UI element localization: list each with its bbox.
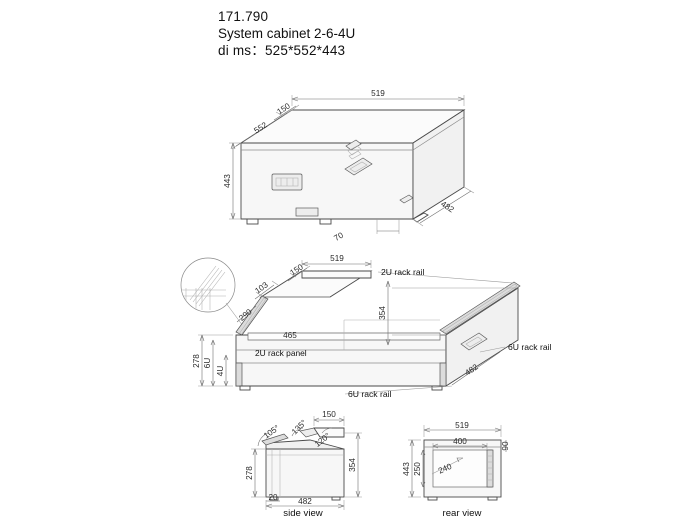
open-foot-right	[431, 385, 443, 391]
rear-rack-strip	[486, 449, 494, 488]
lid-seam-side	[412, 116, 465, 151]
dim-iso-foot-offset: 70	[333, 219, 400, 243]
dim-exp-opening-height: 354	[378, 280, 518, 346]
open-lid-back	[301, 270, 372, 279]
rear-callout-arrow	[456, 457, 463, 463]
dim-side-lid-depth-text: 150	[322, 410, 336, 419]
dim-exp-inner-width-text: 465	[283, 331, 297, 340]
dim-rear-width: 519	[423, 421, 502, 437]
label-rail-6u-right: 6U rack rail	[479, 342, 552, 353]
dim-rear-inner-height: 250	[413, 449, 426, 488]
dim-rear-top-band-text: 90	[501, 441, 510, 451]
dim-side-panel-height-text: 278	[245, 466, 254, 480]
dimensions-label: di ms：525*552*443	[218, 43, 346, 58]
dim-rear-width-text: 519	[455, 421, 469, 430]
rear-view-caption: rear view	[443, 508, 482, 519]
dim-iso-width-text: 519	[371, 89, 385, 98]
dim-exp-panel-height: 278	[192, 334, 233, 387]
dim-rear-top-band: 90	[501, 440, 510, 452]
dim-exp-4u: 4U	[216, 354, 229, 387]
angle-arc-120	[321, 427, 333, 434]
label-rail-6u-bottom-text: 6U rack rail	[348, 389, 392, 399]
rail-6u-right	[439, 362, 447, 387]
open-side-handle-inset	[465, 336, 483, 348]
dim-exp-width-text: 519	[330, 254, 344, 263]
dim-iso-foot-offset-text: 70	[333, 230, 346, 243]
side-body	[265, 448, 345, 498]
angle-arc-105	[257, 432, 269, 447]
rear-callout-leader	[431, 457, 464, 475]
label-rail-6u-bottom: 6U rack rail	[344, 385, 453, 399]
dim-side-panel-height: 278	[245, 448, 266, 498]
side-foot-left	[269, 496, 279, 501]
dim-side-height: 354	[344, 432, 362, 498]
rear-foot-left	[427, 496, 438, 501]
dim-exp-4u-text: 4U	[216, 366, 225, 377]
cabinet-front-face	[240, 142, 414, 220]
side-handle	[344, 157, 373, 176]
dim-iso-width: 519	[291, 89, 465, 106]
side-foot-right	[331, 496, 341, 501]
side-lid-top	[313, 427, 345, 438]
dim-exp-panel-height-text: 278	[192, 354, 201, 368]
dim-rear-inner-width-text: 400	[453, 437, 467, 446]
open-side-handle	[460, 332, 488, 351]
dim-iso-height: 443	[223, 142, 241, 220]
dim-rear-height-text: 443	[402, 462, 411, 476]
side-handle-inset	[349, 161, 368, 173]
dim-exp-width: 519	[301, 254, 372, 268]
angle-arc-135	[291, 427, 304, 437]
detail-circle	[180, 257, 236, 313]
foot-front-left	[246, 218, 259, 225]
product-name: System cabinet 2-6-4U	[218, 26, 356, 41]
label-rail-6u-right-text: 6U rack rail	[508, 342, 552, 352]
dim-rear-inner-height-text: 250	[413, 462, 422, 476]
dim-exp-6u-text: 6U	[203, 358, 212, 369]
title-block: 171.790 System cabinet 2-6-4U di ms：525*…	[218, 8, 355, 59]
dim-side-height-text: 354	[348, 458, 357, 472]
foot-front-right	[319, 218, 332, 225]
dim-rear-inner-width: 400	[432, 437, 488, 450]
rear-foot-right	[487, 496, 498, 501]
side-latch-hardware	[345, 139, 362, 160]
front-badge	[295, 207, 319, 217]
dim-rear-height: 443	[402, 439, 421, 498]
side-rail-upper	[261, 433, 289, 446]
part-code: 171.790	[218, 9, 269, 24]
detail-magnifier	[180, 257, 244, 327]
isometric-view: 519 552 150 443	[223, 89, 475, 243]
rear-view: 519 400 90 443 250	[402, 421, 510, 519]
dim-exp-opening-height-text: 354	[378, 306, 387, 320]
exploded-view: 519 150 103 290 465	[180, 254, 552, 399]
dim-iso-height-text: 443	[223, 174, 232, 188]
dim-side-width-text: 482	[298, 497, 312, 506]
open-foot-left	[239, 385, 251, 391]
dim-exp-6u: 6U	[203, 339, 216, 387]
label-rail-2u: 2U rack rail	[377, 267, 514, 284]
open-body-front	[235, 334, 447, 387]
dim-exp-lid-depth: 150	[287, 262, 311, 282]
side-view: 150 354 278 20	[245, 410, 362, 519]
rail-6u-left	[235, 362, 243, 387]
side-clip	[399, 194, 414, 204]
label-panel-2u-text: 2U rack panel	[255, 348, 307, 358]
dim-side-foot-text: 20	[268, 493, 278, 502]
dim-side-lid-depth: 150	[313, 410, 345, 426]
dim-exp-inner-width: 465	[283, 331, 297, 340]
dim-side-foot: 20	[266, 493, 280, 502]
rail-2u-right	[439, 281, 521, 335]
dim-side-width: 482	[265, 497, 345, 510]
side-view-caption: side view	[283, 508, 323, 519]
detail-leader-line	[225, 302, 244, 327]
label-rail-2u-text: 2U rack rail	[381, 267, 425, 277]
